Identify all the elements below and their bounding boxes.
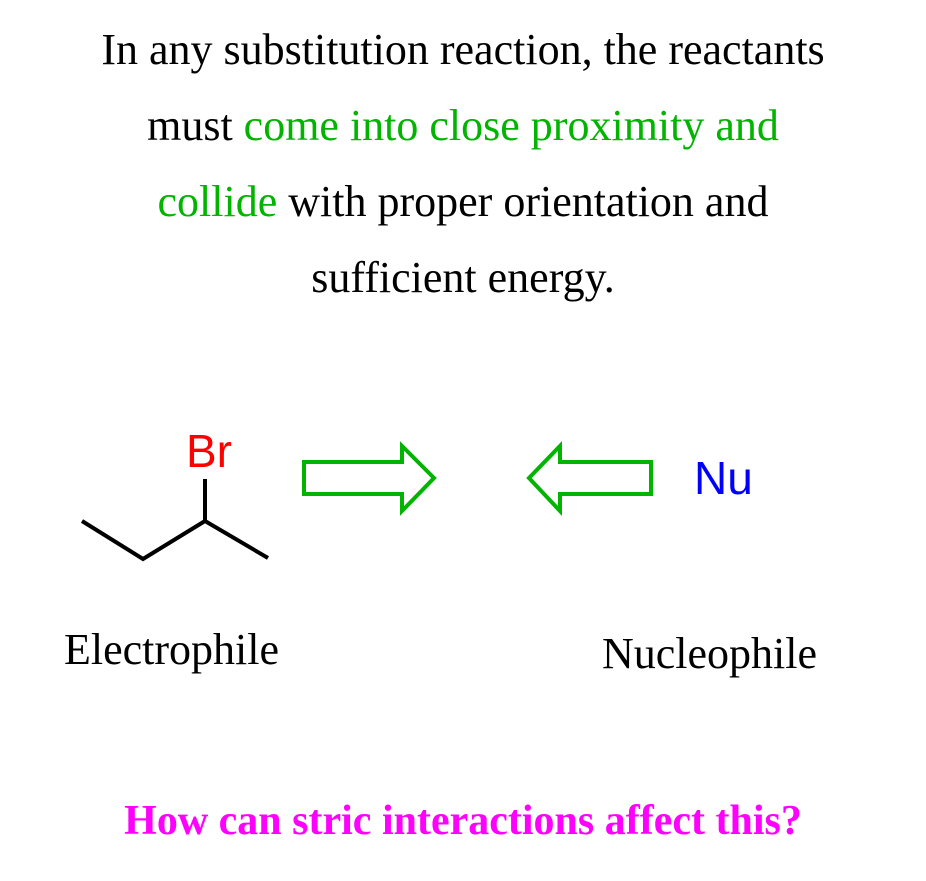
question-text: How can stric interactions affect this? xyxy=(124,798,802,844)
nucleophile-label: Nucleophile xyxy=(602,629,818,678)
carbon-chain-bonds xyxy=(80,518,270,562)
left-arrow-icon xyxy=(526,441,653,517)
electrophile-label: Electrophile xyxy=(64,625,280,674)
statement-line-2: must come into close proximity and xyxy=(0,104,926,148)
nucleophile-symbol: Nu xyxy=(694,452,753,504)
statement-text: with proper orientation and xyxy=(277,177,769,226)
electrophile-skeleton xyxy=(80,479,270,562)
statement-line-1: In any substitution reaction, the reacta… xyxy=(101,25,825,74)
statement-line-4: sufficient energy. xyxy=(311,253,615,302)
statement-line-3: collide with proper orientation and xyxy=(0,180,926,224)
highlighted-text: come into close proximity and xyxy=(243,101,779,150)
statement-text: must xyxy=(147,101,244,150)
bromine-atom: Br xyxy=(186,425,232,477)
highlighted-text: collide xyxy=(157,177,278,226)
right-arrow-icon xyxy=(302,441,437,516)
